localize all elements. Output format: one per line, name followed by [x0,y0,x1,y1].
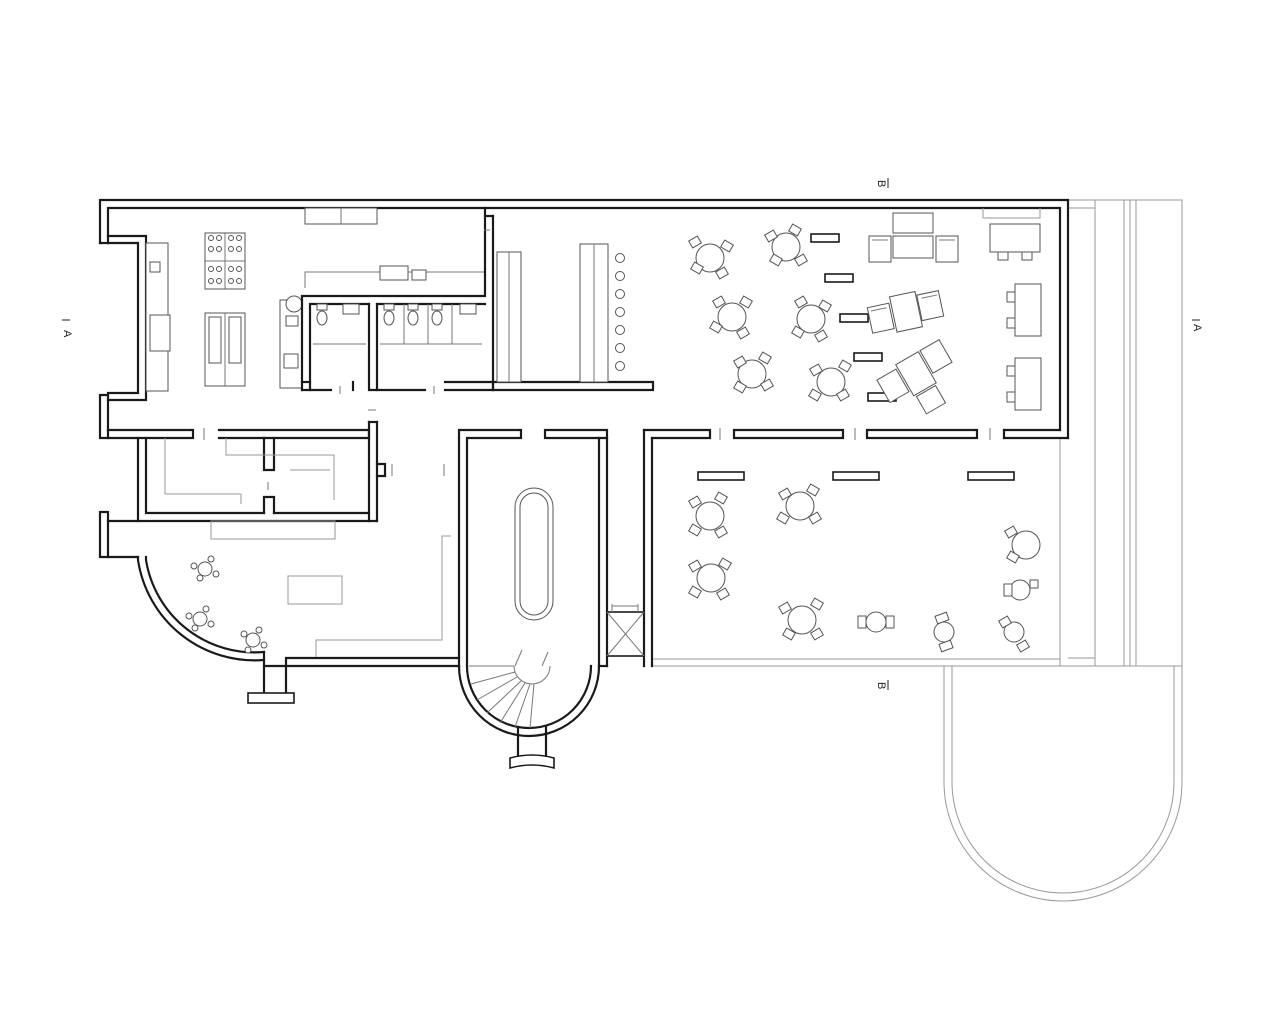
light-fixture [810,233,840,243]
booth-icon [1006,283,1042,337]
two-top-table-icon [1003,579,1039,601]
section-label-a-left: A [61,330,73,338]
southwest-lounge [136,520,461,704]
toilet-icon [316,303,328,326]
toilet-icon [383,303,395,326]
stove-top-icon [204,232,246,290]
cocktail-table-icon [240,626,268,654]
terrace-dining [687,471,1041,653]
two-top-table-icon [997,615,1031,653]
lounge-set-icon [876,338,953,415]
section-label-b-top: B [875,180,887,187]
round-table-icon [763,223,809,267]
round-table-icon [687,491,729,539]
toilet-icon [407,303,419,326]
booth-icon [1006,357,1042,411]
two-top-table-icon [857,611,895,633]
cocktail-table-icon [190,555,220,582]
cocktail-table-icon [185,605,215,632]
section-marker-b-top: B [875,178,889,188]
spiral-steps [469,649,549,729]
bar [491,243,655,392]
round-table-icon [732,351,775,394]
staircase [457,487,645,770]
sink-icon [204,312,246,387]
round-table-icon [708,295,754,340]
booth-icon [989,223,1041,261]
section-label-a-right: A [1191,324,1203,332]
bar-stools [615,253,625,371]
elevator-icon [606,604,645,657]
restrooms [300,206,495,411]
toilet-icon [431,303,443,326]
lounge-set-icon [868,212,959,263]
kitchen [145,207,486,392]
section-marker-a-left: A [61,319,73,338]
round-table-icon [775,483,823,525]
two-top-table-icon [933,611,955,653]
two-top-table-icon [1003,525,1041,564]
dining-room [687,208,1042,415]
terrace-outline [652,199,1183,902]
round-table-icon [807,359,853,402]
round-table-icon [777,597,825,641]
round-table-icon [687,557,733,601]
section-label-b-bottom: B [875,682,887,689]
round-table-icon [790,295,833,343]
lounge-set-icon [866,290,945,334]
section-marker-b-bottom: B [875,680,889,690]
round-table-icon [687,235,735,280]
section-marker-a-right: A [1191,319,1203,332]
